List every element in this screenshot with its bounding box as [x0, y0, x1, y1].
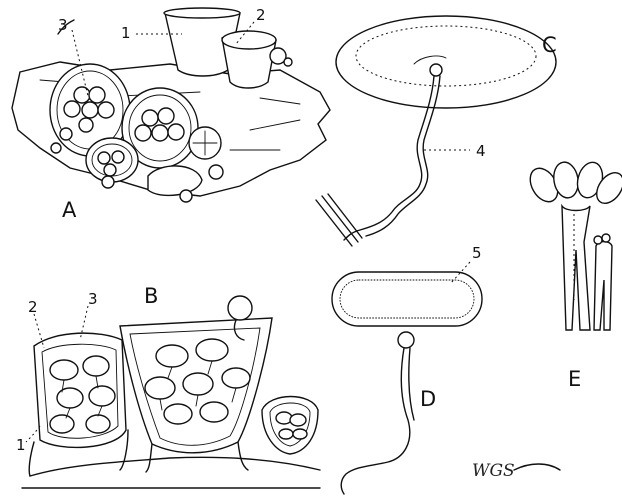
basidium-large [562, 206, 590, 330]
callout-b-2: 2 [28, 298, 38, 316]
callout-b-3: 3 [88, 290, 98, 308]
callout-d-5: 5 [472, 244, 482, 262]
attachment-twig [316, 194, 362, 246]
basidium-small [594, 242, 612, 331]
peridiole-cord [341, 348, 410, 494]
panel-b-section: 2 3 1 B [16, 284, 320, 488]
panel-a-habit-on-wood: 1 2 3 A [12, 6, 330, 222]
panel-e-basidium: E [525, 160, 622, 391]
panel-label-d: D [420, 387, 436, 411]
panel-label-e: E [568, 367, 581, 391]
panel-label-c: C [542, 33, 557, 57]
peridiole-disc [336, 16, 556, 108]
panel-d-peridiole-section: 5 D [332, 244, 482, 494]
panel-label-b: B [144, 284, 158, 308]
svg-text:WGS: WGS [472, 461, 515, 481]
panel-label-a: A [62, 198, 77, 222]
callout-a-1: 1 [121, 24, 131, 42]
callout-a-3: 3 [58, 16, 68, 34]
panel-c-peridiole-with-cord: 4 C [316, 16, 557, 246]
callout-b-1: 1 [16, 436, 26, 454]
callout-c-4: 4 [476, 142, 486, 160]
artist-signature: WGS [472, 461, 560, 481]
callout-a-2: 2 [256, 6, 266, 24]
section-cup-right [262, 397, 318, 455]
